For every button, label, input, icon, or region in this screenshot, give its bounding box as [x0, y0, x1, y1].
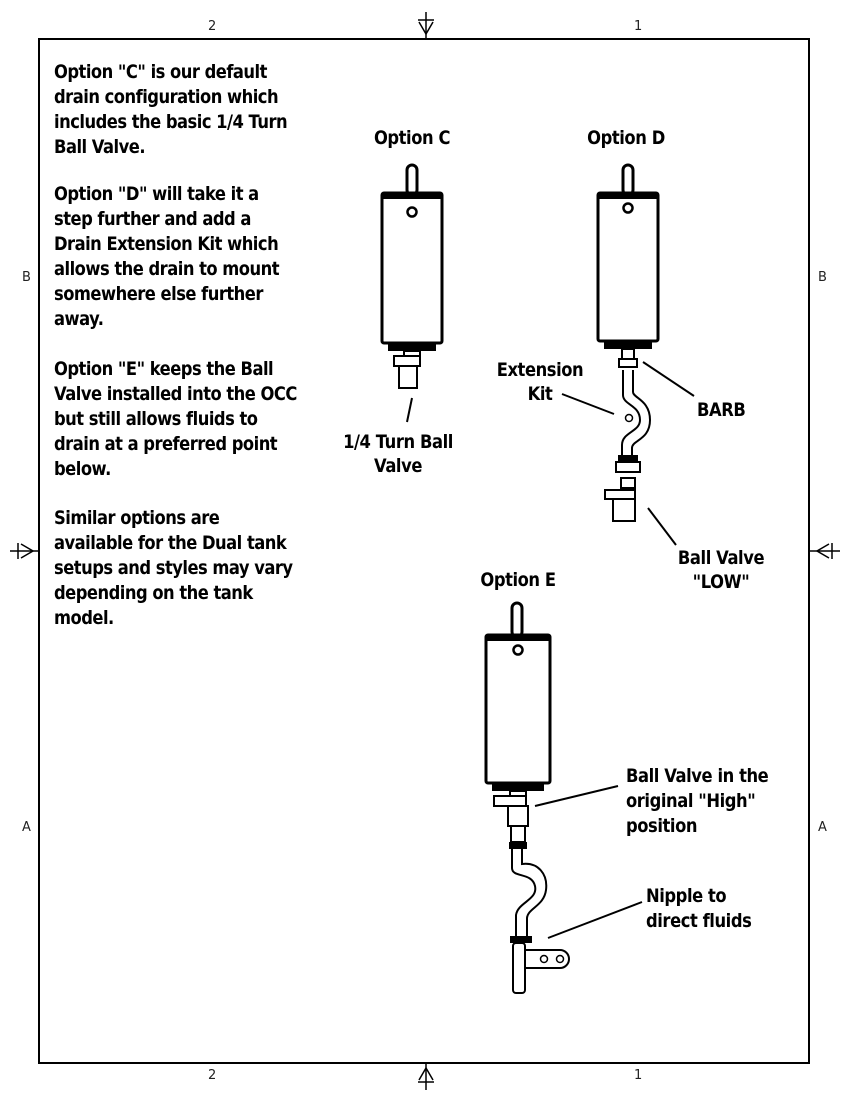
- high-valve-label-line1: Ball Valve in the: [626, 765, 769, 787]
- center-marker-left-icon: [10, 543, 40, 559]
- zone-left-a: A: [22, 820, 31, 835]
- description-option-c: Option "C" is our default drain configur…: [54, 61, 288, 158]
- high-valve-label-line3: position: [626, 815, 698, 837]
- zone-bottom-2: 2: [208, 1068, 217, 1083]
- low-valve-leader-line: [647, 507, 677, 546]
- description-option-d: Option "D" will take it a step further a…: [54, 183, 280, 330]
- zone-bottom-1: 1: [634, 1068, 643, 1083]
- extension-kit-label-line2: Kit: [527, 383, 553, 405]
- barb-leader-line: [642, 361, 695, 397]
- center-marker-bottom-icon: [418, 1062, 434, 1090]
- barb-label: BARB: [697, 399, 746, 421]
- high-valve-label-line2: original "High": [626, 790, 756, 812]
- nipple-label-line1: Nipple to: [646, 885, 727, 907]
- option-e-tank-icon: [484, 601, 570, 994]
- option-c-valve-label-line2: Valve: [374, 455, 422, 477]
- zone-right-b: B: [818, 270, 827, 285]
- option-d-tank-icon: [596, 163, 660, 522]
- zone-right-a: A: [818, 820, 827, 835]
- zone-top-2: 2: [208, 19, 217, 34]
- center-marker-top-icon: [418, 12, 434, 40]
- low-valve-label-line2: "LOW": [692, 571, 750, 593]
- option-d-title: Option D: [587, 127, 665, 149]
- extension-leader-line: [561, 393, 615, 415]
- nipple-label-line2: direct fluids: [646, 910, 752, 932]
- option-c-tank-icon: [380, 163, 444, 423]
- option-c-valve-label-line1: 1/4 Turn Ball: [343, 431, 453, 453]
- extension-kit-label-line1: Extension: [496, 359, 584, 381]
- nipple-leader-line: [547, 901, 643, 939]
- option-e-title: Option E: [480, 569, 556, 591]
- description-dual-tank: Similar options are available for the Du…: [54, 507, 293, 629]
- zone-left-b: B: [22, 270, 31, 285]
- zone-top-1: 1: [634, 19, 643, 34]
- low-valve-label-line1: Ball Valve: [677, 547, 765, 569]
- option-c-title: Option C: [373, 127, 451, 149]
- description-option-e: Option "E" keeps the Ball Valve installe…: [54, 358, 297, 480]
- high-valve-leader-line: [534, 785, 619, 807]
- center-marker-right-icon: [808, 543, 840, 559]
